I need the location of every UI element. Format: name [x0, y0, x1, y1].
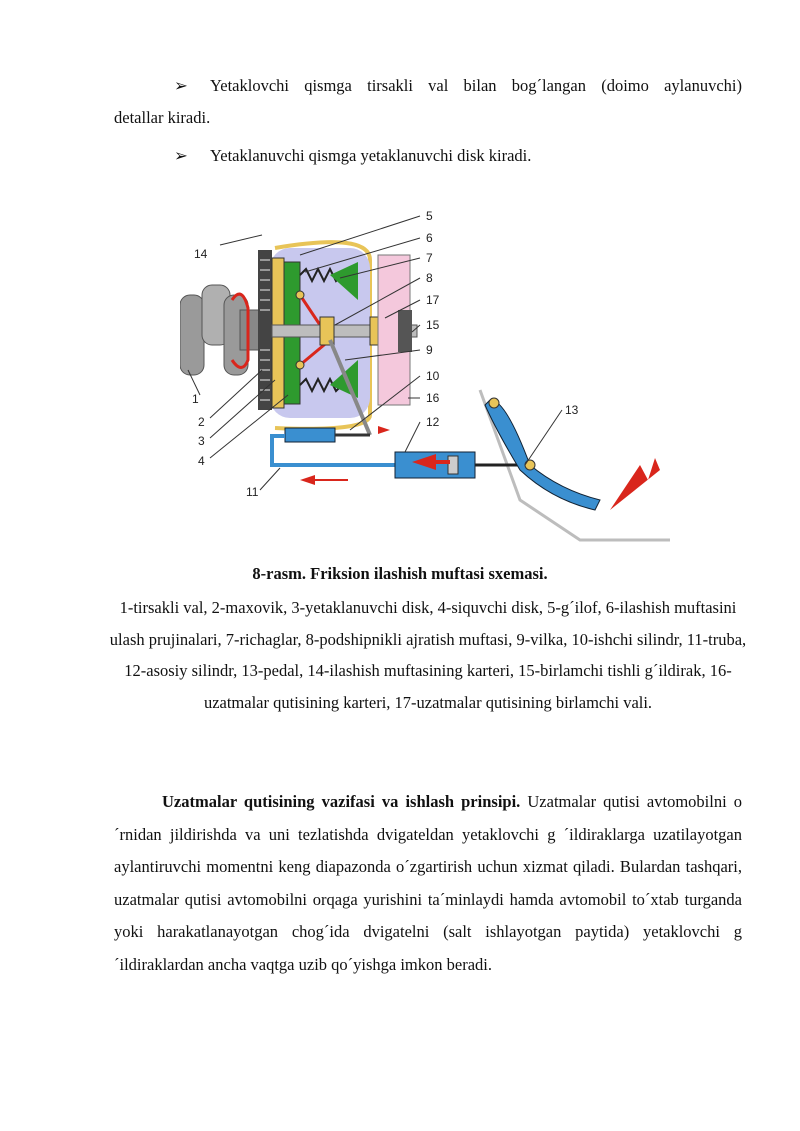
label-6: 6 [426, 231, 433, 245]
label-12: 12 [426, 415, 440, 429]
label-8: 8 [426, 271, 433, 285]
label-3: 3 [198, 434, 205, 448]
flywheel [258, 250, 272, 410]
arrow-left-icon [412, 454, 436, 470]
bullet-text-2: Yetaklanuvchi qismga yetaklanuvchi disk … [210, 146, 532, 165]
label-4: 4 [198, 454, 205, 468]
label-13: 13 [565, 403, 579, 417]
clutch-diagram: 5 6 7 8 17 15 9 10 16 12 13 14 1 2 3 4 1… [180, 209, 670, 542]
primary-gear [398, 310, 412, 352]
paragraph-heading: Uzatmalar qutisining vazifasi va ishlash… [162, 792, 521, 811]
label-17: 17 [426, 293, 440, 307]
label-2: 2 [198, 415, 205, 429]
bullet-text-1: Yetaklovchi qismga tirsakli val bilan bo… [210, 76, 742, 95]
working-cylinder [284, 427, 336, 443]
clutch-pedal [484, 399, 601, 511]
label-11: 11 [246, 485, 259, 499]
arrow-bullet-icon: ➢ [174, 76, 188, 95]
label-10: 10 [426, 369, 440, 383]
bullet-item-2: ➢ Yetaklanuvchi qismga yetaklanuvchi dis… [174, 142, 742, 169]
arrow-bullet-icon: ➢ [174, 146, 188, 165]
figure-caption-title: 8-rasm. Friksion ilashish muftasi sxemas… [252, 564, 548, 583]
bullet-item-1: ➢ Yetaklovchi qismga tirsakli val bilan … [174, 72, 742, 99]
bullet-text-1-continuation: detallar kiradi. [114, 108, 211, 127]
hydraulic-pipe [270, 434, 395, 467]
crankshaft [180, 284, 261, 376]
label-16: 16 [426, 391, 440, 405]
flow-arrow-icon [300, 475, 315, 485]
spring-lower [299, 376, 343, 394]
paragraph-text: Uzatmalar qutisi avtomobilni o´rnidan ji… [114, 792, 742, 974]
force-arrow-icon [610, 458, 660, 510]
leader-lines [187, 215, 563, 491]
label-9: 9 [426, 343, 433, 357]
label-15: 15 [426, 318, 440, 332]
push-arrow-icon [378, 426, 390, 434]
label-7: 7 [426, 251, 433, 265]
figure-caption-body: 1-tirsakli val, 2-maxovik, 3-yetaklanuvc… [109, 598, 747, 712]
release-bearing [319, 316, 335, 346]
label-14: 14 [194, 247, 208, 261]
label-1: 1 [192, 392, 199, 406]
gearbox-case [377, 254, 411, 406]
lever-upper [330, 262, 358, 300]
floor-outline [478, 389, 670, 542]
flywheel-teeth [260, 259, 270, 401]
body-paragraph: Uzatmalar qutisining vazifasi va ishlash… [114, 786, 742, 981]
label-5: 5 [426, 209, 433, 223]
